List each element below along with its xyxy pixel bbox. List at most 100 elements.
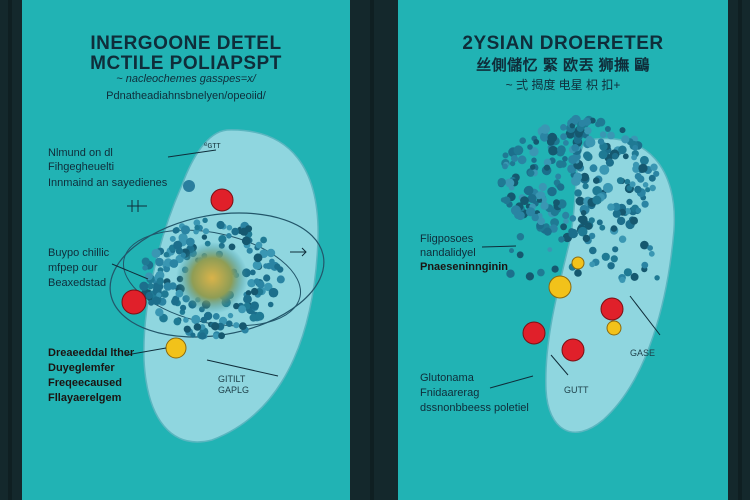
cluster-bead [582, 234, 591, 243]
cluster-bead [621, 135, 630, 144]
cluster-bead [611, 152, 619, 160]
blue-particle [183, 180, 195, 192]
cluster-bead [226, 233, 232, 239]
panel-divider-right [738, 0, 742, 500]
label-lower-1: Glutonama [420, 372, 474, 384]
pointer-arrow [629, 295, 661, 336]
left-subtitle: ~ nacleochemes gasspes=x/ [116, 73, 256, 85]
label-middle-2: mfpep our [48, 262, 98, 274]
cluster-bead [584, 127, 592, 135]
cluster-bead [582, 117, 591, 126]
cluster-bead [635, 207, 642, 214]
yellow-particle [548, 275, 572, 299]
left-subtitle-line2: Pdnatheadiahnsbnelyen/opeoiid/ [106, 90, 266, 102]
cluster-bead [540, 124, 550, 134]
label-upper-2: Fihgegheuelti [48, 161, 115, 173]
cluster-bead [540, 201, 549, 210]
cluster-bead [556, 160, 564, 169]
cluster-bead [502, 196, 511, 205]
pointer-arrow [206, 359, 279, 377]
cluster-bead [599, 224, 606, 231]
label-middle-1: Buypo chillic [48, 247, 110, 259]
bottom-tag: GUTT [564, 385, 589, 395]
scattered-cluster [497, 114, 660, 283]
cluster-bead [163, 251, 170, 258]
cluster-bead [502, 152, 509, 159]
cluster-bead [623, 268, 632, 277]
label-middle-3: Pnaeseninnginin [420, 261, 509, 273]
cluster-bead [537, 268, 545, 277]
cluster-bead [589, 246, 597, 255]
cluster-bead [525, 272, 534, 281]
red-particle [522, 321, 546, 345]
cluster-bead [546, 138, 555, 146]
right-cell-illustration [481, 114, 676, 433]
pointer-arrow [111, 263, 149, 280]
label-middle-1: Fligposoes [420, 233, 474, 245]
cluster-bead [551, 265, 559, 273]
right-title: 2YSIAN DROERETER [462, 33, 664, 54]
cluster-bead [517, 155, 527, 165]
cluster-bead [588, 217, 595, 224]
cluster-bead [596, 219, 603, 226]
cluster-bead [616, 177, 624, 185]
cluster-bead [155, 270, 165, 280]
cluster-bead [603, 184, 611, 192]
cluster-bead [516, 233, 525, 241]
cluster-bead [619, 127, 626, 134]
red-particle [600, 297, 624, 321]
label-upper-3: Innmaind an sayedienes [48, 177, 168, 189]
cluster-bead [139, 281, 149, 291]
cluster-bead [211, 322, 220, 331]
cluster-bead [509, 248, 514, 254]
cluster-bead [639, 155, 649, 165]
cluster-bead [199, 332, 207, 340]
cluster-bead [563, 218, 569, 225]
cluster-bead [163, 265, 171, 273]
cluster-bead [607, 131, 615, 140]
cluster-bead [243, 294, 252, 304]
cluster-bead [624, 208, 631, 215]
top-tag: ᵉɢᴛᴛ [204, 140, 221, 150]
label-upper-1: Nlmund on dl [48, 147, 113, 159]
cluster-bead [226, 320, 233, 328]
pointer-arrow [550, 354, 569, 376]
cluster-bead [569, 215, 577, 222]
left-panel: INERGOONE DETEL MCTILE POLIAPSPT ~ nacle… [22, 0, 350, 500]
cluster-bead [508, 185, 515, 191]
cluster-bead [622, 153, 629, 160]
cluster-bead [250, 287, 259, 296]
cluster-bead [583, 151, 592, 160]
cluster-bead [555, 173, 562, 180]
cluster-bead [249, 313, 258, 322]
cluster-bead [526, 207, 536, 217]
cluster-bead [213, 333, 220, 340]
cluster-bead [560, 133, 567, 141]
label-lower-1: Dreaeeddal lther [48, 347, 135, 359]
cluster-bead [607, 262, 615, 270]
red-particle [210, 188, 234, 212]
cluster-bead [607, 203, 615, 211]
cluster-bead [156, 277, 164, 285]
cluster-bead [185, 237, 195, 247]
cluster-bead [645, 187, 651, 193]
cluster-bead [593, 177, 600, 184]
label-middle-2: nandalidyel [420, 247, 476, 259]
cluster-bead [524, 185, 534, 196]
cluster-bead [640, 240, 649, 250]
yellow-particle [165, 337, 187, 359]
cluster-bead [568, 228, 578, 239]
pointer-arrow [489, 375, 534, 389]
cluster-bead [148, 299, 155, 306]
cluster-bead [629, 181, 636, 188]
cluster-bead [231, 227, 239, 236]
cluster-bead [649, 184, 656, 192]
cluster-bead [245, 290, 252, 296]
cluster-bead [592, 195, 602, 205]
cluster-bead [589, 261, 596, 268]
cluster-bead [569, 123, 575, 129]
cluster-bead [527, 169, 535, 177]
cluster-bead [249, 269, 256, 276]
bottom-tag: GITILT [218, 374, 246, 384]
cluster-bead [173, 317, 182, 326]
